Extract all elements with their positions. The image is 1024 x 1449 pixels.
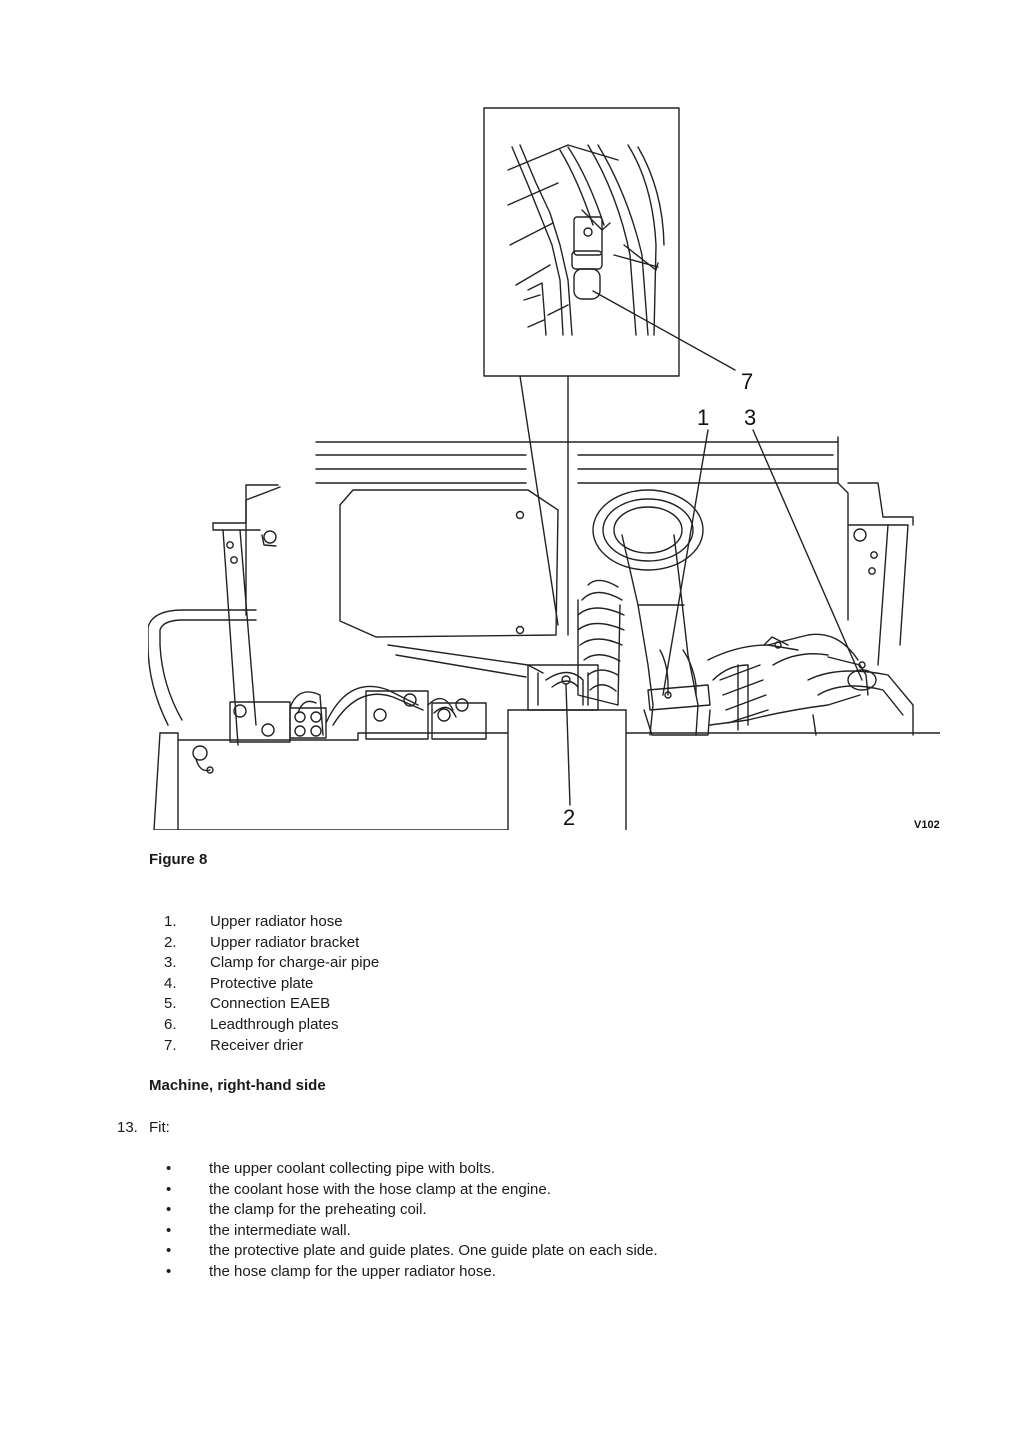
list-item: •the intermediate wall. [166, 1221, 658, 1242]
list-item: •the protective plate and guide plates. … [166, 1241, 658, 1262]
legend-item: 2.Upper radiator bracket [164, 933, 360, 951]
step-number: 13. [117, 1119, 138, 1136]
drawing-code: V102 [914, 819, 940, 831]
callout-1: 1 [697, 405, 710, 430]
legend-item: 3.Clamp for charge-air pipe [164, 954, 380, 972]
bullet-icon: • [166, 1242, 172, 1260]
list-item: •the clamp for the preheating coil. [166, 1200, 658, 1221]
section-heading: Machine, right-hand side [149, 1077, 326, 1094]
callout-2: 2 [563, 805, 576, 830]
callout-7: 7 [741, 369, 754, 394]
list-item: •the coolant hose with the hose clamp at… [166, 1180, 658, 1201]
legend-item: 4.Protective plate [164, 974, 314, 992]
legend-item: 5.Connection EAEB [164, 995, 331, 1013]
legend-item: 6.Leadthrough plates [164, 1015, 339, 1033]
step-13: 13. Fit: [117, 1119, 170, 1136]
step-text: Fit: [149, 1119, 170, 1136]
legend-item: 7.Receiver drier [164, 1036, 304, 1054]
radiator-line-drawing [148, 107, 940, 830]
figure-8-illustration: 7 1 3 2 V102 [148, 105, 940, 831]
list-item: •the upper coolant collecting pipe with … [166, 1159, 658, 1180]
callout-3: 3 [744, 405, 757, 430]
figure-caption: Figure 8 [149, 851, 208, 868]
legend-item: 1.Upper radiator hose [164, 913, 343, 930]
fit-list: •the upper coolant collecting pipe with … [166, 1159, 658, 1283]
bullet-icon: • [166, 1201, 172, 1219]
bullet-icon: • [166, 1160, 172, 1177]
list-item: •the hose clamp for the upper radiator h… [166, 1262, 658, 1283]
bullet-icon: • [166, 1180, 172, 1198]
bullet-icon: • [166, 1221, 172, 1239]
bullet-icon: • [166, 1262, 172, 1280]
figure-legend: 1.Upper radiator hose 2.Upper radiator b… [164, 912, 379, 1056]
detail-inset [483, 107, 736, 377]
